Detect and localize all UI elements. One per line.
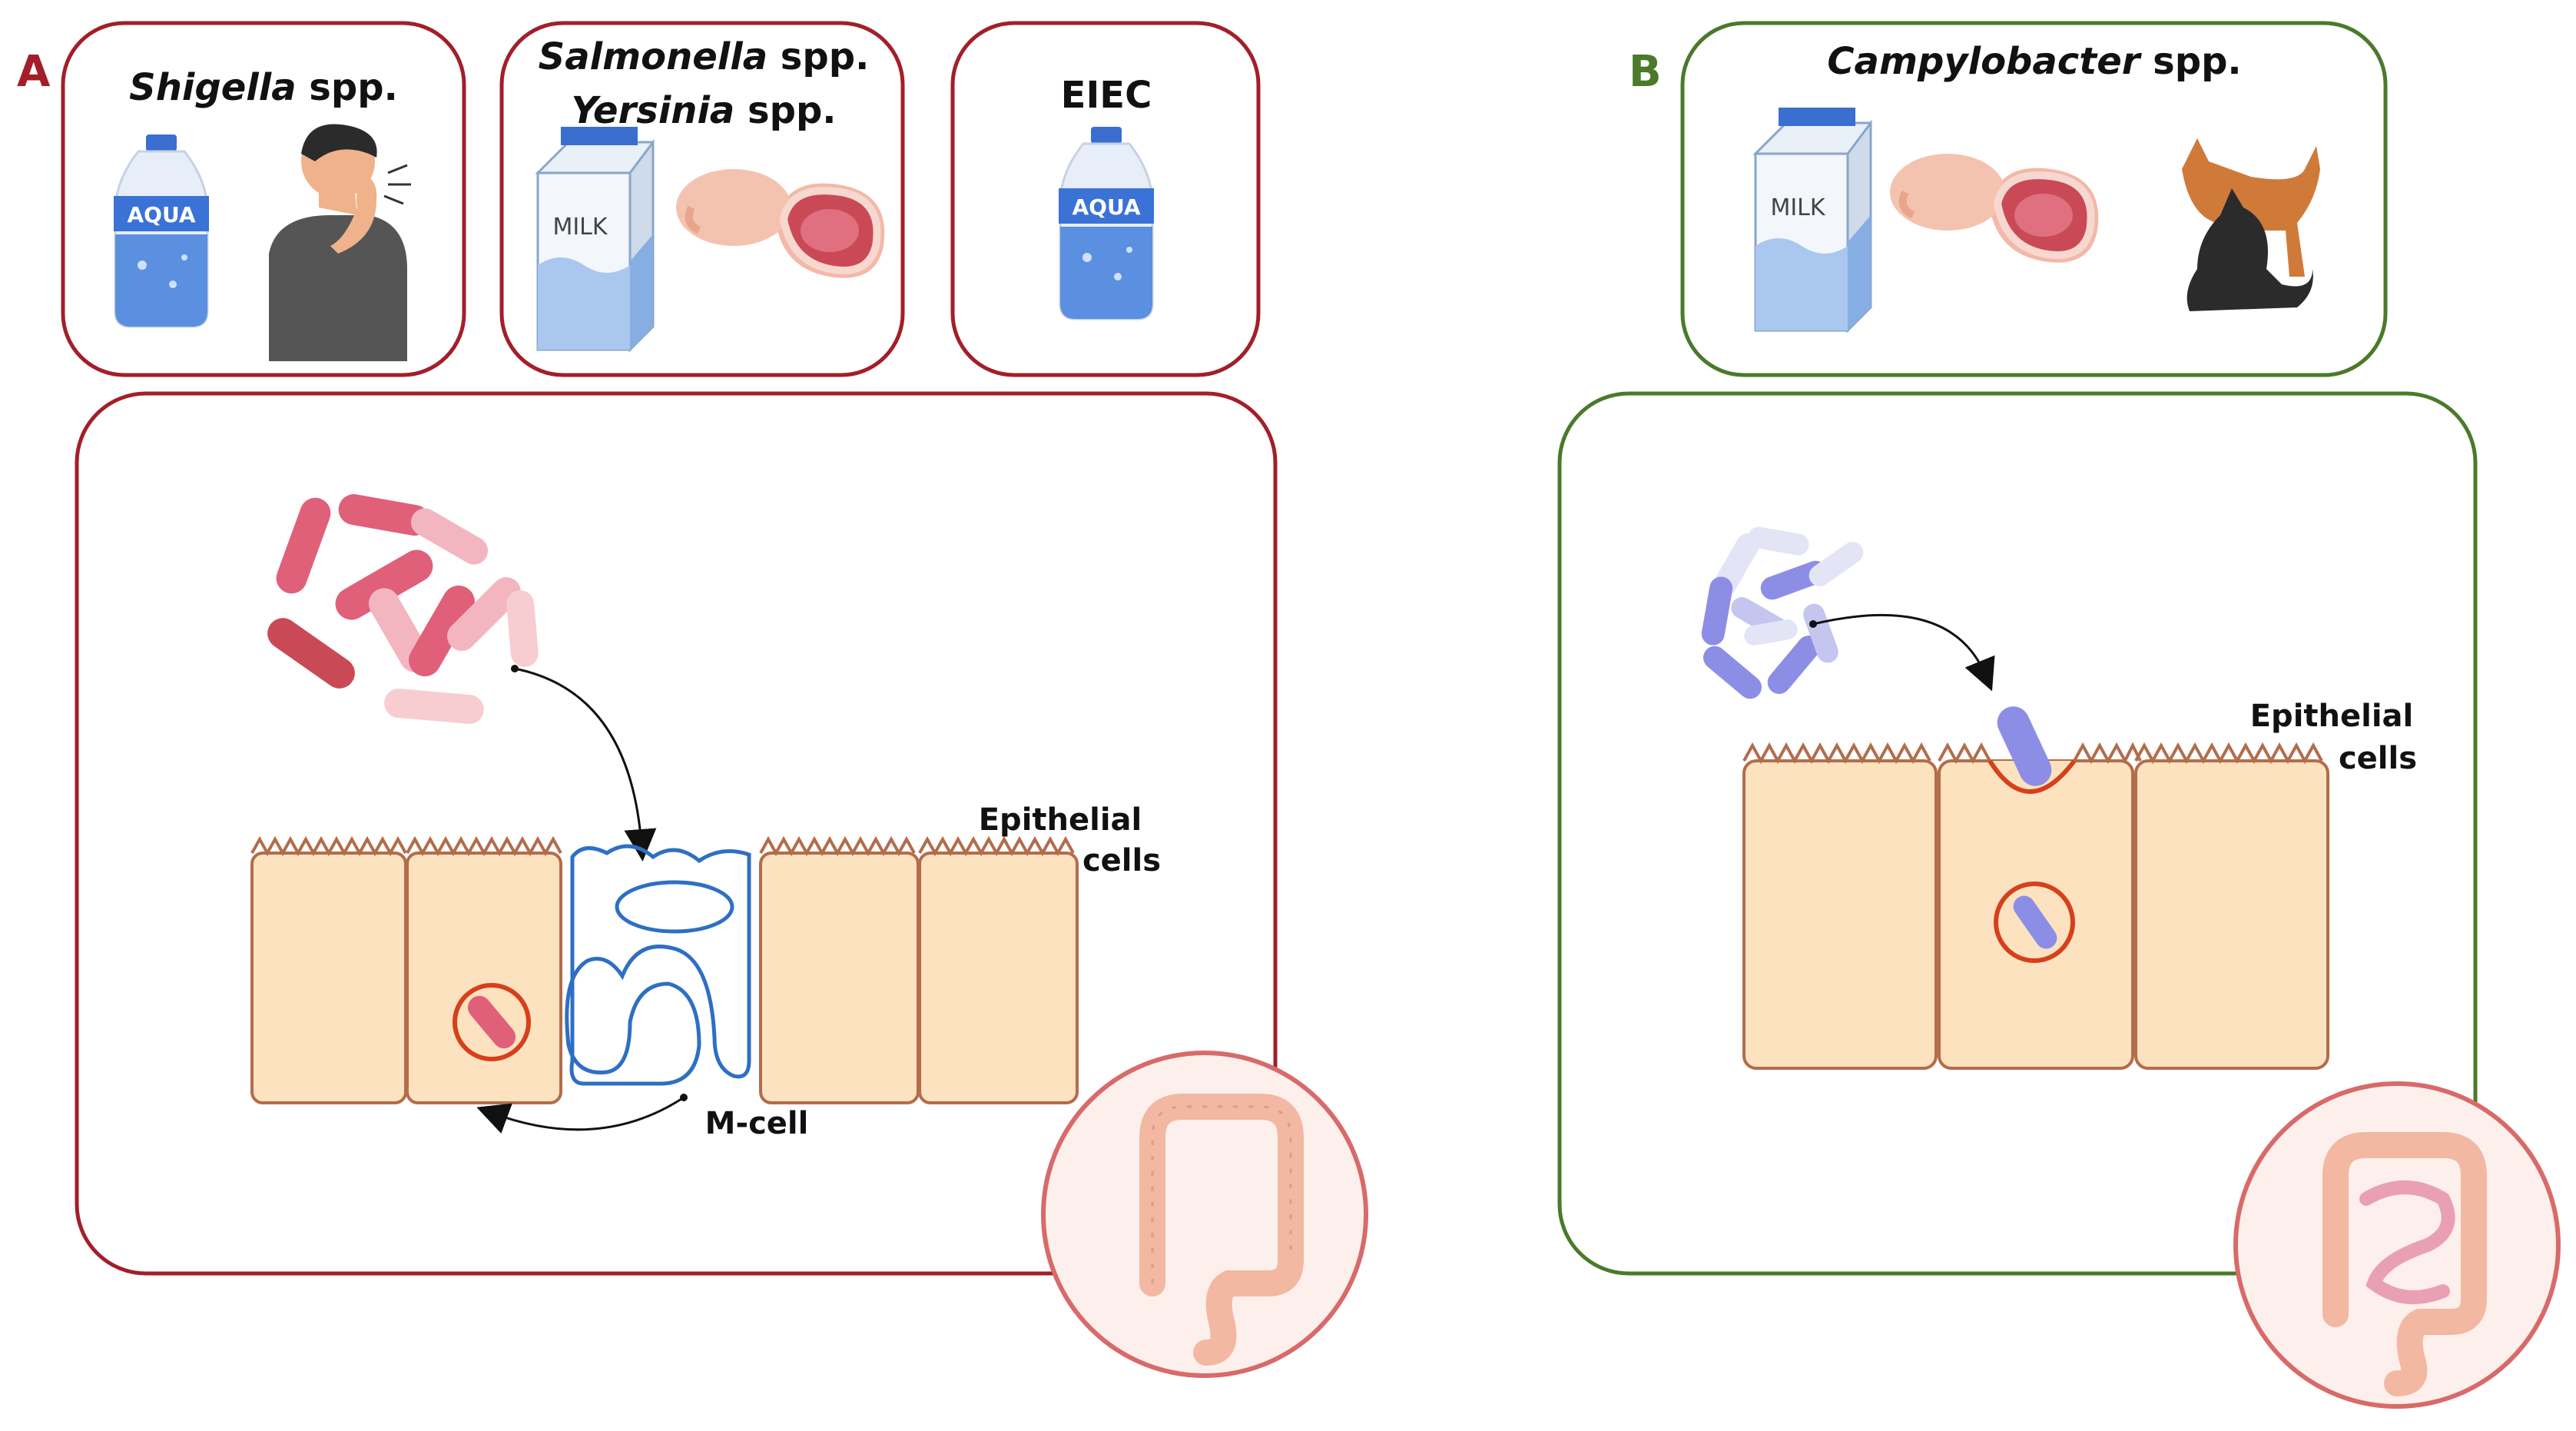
shigella-title: Shigella spp. — [129, 66, 398, 109]
milk-label: MILK — [552, 214, 608, 241]
salmonella-title: Salmonella spp. — [539, 35, 870, 78]
m-cell-arrow — [476, 1096, 685, 1134]
vacuole — [453, 983, 531, 1061]
bacterium — [384, 688, 484, 725]
colon-icon-b — [2233, 1081, 2561, 1409]
campylobacter-source-box — [1680, 21, 2388, 377]
vacuole — [1994, 882, 2075, 963]
bacteria-cluster-a — [267, 494, 539, 725]
panel-a-letter: A — [17, 47, 51, 97]
epithelial-cells-label-b: Epithelial — [2250, 699, 2414, 734]
yersinia-title: Yersinia spp. — [571, 89, 836, 132]
epithelial-cell — [406, 852, 562, 1104]
bacterium — [338, 494, 430, 536]
bacterium-internalized — [467, 995, 516, 1049]
epithelial-cell — [2134, 759, 2329, 1070]
arrow-origin-dot — [680, 1094, 688, 1101]
pets-icon — [2182, 138, 2320, 311]
bacteria-cluster-b — [1701, 526, 1864, 699]
invasion-arrow-b — [1812, 613, 1995, 692]
coughing-person-icon — [269, 124, 411, 361]
microvilli — [1742, 742, 2323, 765]
bacterium — [1767, 636, 1821, 694]
milk-carton-icon: MILK — [536, 125, 655, 351]
bacterium — [267, 618, 355, 689]
meat-icon — [1890, 154, 2098, 263]
water-bottle-icon: AQUA — [1057, 125, 1155, 320]
epithelial-cells-label-a: Epithelial — [979, 802, 1142, 838]
bacterium — [1809, 542, 1864, 586]
panel-b-infection-box — [1557, 391, 2478, 1276]
meat-icon — [676, 169, 884, 278]
panel-b-letter: B — [1629, 47, 1662, 97]
epithelial-cell — [250, 852, 407, 1104]
bacterium — [409, 585, 475, 677]
bacterium — [410, 508, 489, 565]
epithelial-cells-label-a-2: cells — [1082, 843, 1161, 878]
salmonella-yersinia-source-box — [499, 21, 905, 377]
bacterium — [1803, 603, 1838, 663]
bacterium-internalized — [2013, 895, 2057, 949]
milk-carton-icon: MILK — [1754, 106, 1872, 332]
milk-label: MILK — [1770, 194, 1825, 221]
epithelial-cell — [918, 852, 1079, 1104]
bacterium-entering — [1997, 706, 2052, 786]
m-cell — [565, 844, 751, 1086]
epithelial-cells-label-b-2: cells — [2339, 741, 2417, 776]
bottle-brand-label: AQUA — [1072, 194, 1140, 220]
colon-icon-a — [1041, 1051, 1368, 1378]
microvilli — [250, 835, 1075, 857]
eiec-title: EIEC — [1061, 74, 1152, 117]
bacterium — [1703, 646, 1762, 699]
epithelial-cell — [759, 852, 920, 1104]
m-cell-label: M-cell — [705, 1106, 809, 1141]
bacterium — [335, 549, 433, 620]
water-bottle-icon: AQUA — [112, 133, 211, 328]
epithelial-cells-a — [250, 835, 1079, 1104]
arrow-origin-dot — [1809, 620, 1817, 628]
bacterium — [1701, 576, 1733, 646]
m-cell-pocket — [615, 880, 734, 934]
arrow-origin-dot — [511, 665, 519, 672]
panel-a-infection-box — [75, 391, 1278, 1276]
bacterium — [506, 590, 539, 667]
invasion-arrow-a — [514, 667, 657, 862]
epithelial-cell — [1742, 759, 1938, 1070]
bacterium — [276, 497, 331, 594]
shigella-source-box — [61, 21, 466, 377]
eiec-source-box — [950, 21, 1261, 377]
campylobacter-title: Campylobacter spp. — [1827, 40, 2241, 83]
bacterium — [1744, 619, 1798, 646]
bacterium — [447, 577, 521, 651]
bacterium — [1748, 526, 1809, 556]
bottle-brand-label: AQUA — [127, 202, 195, 227]
